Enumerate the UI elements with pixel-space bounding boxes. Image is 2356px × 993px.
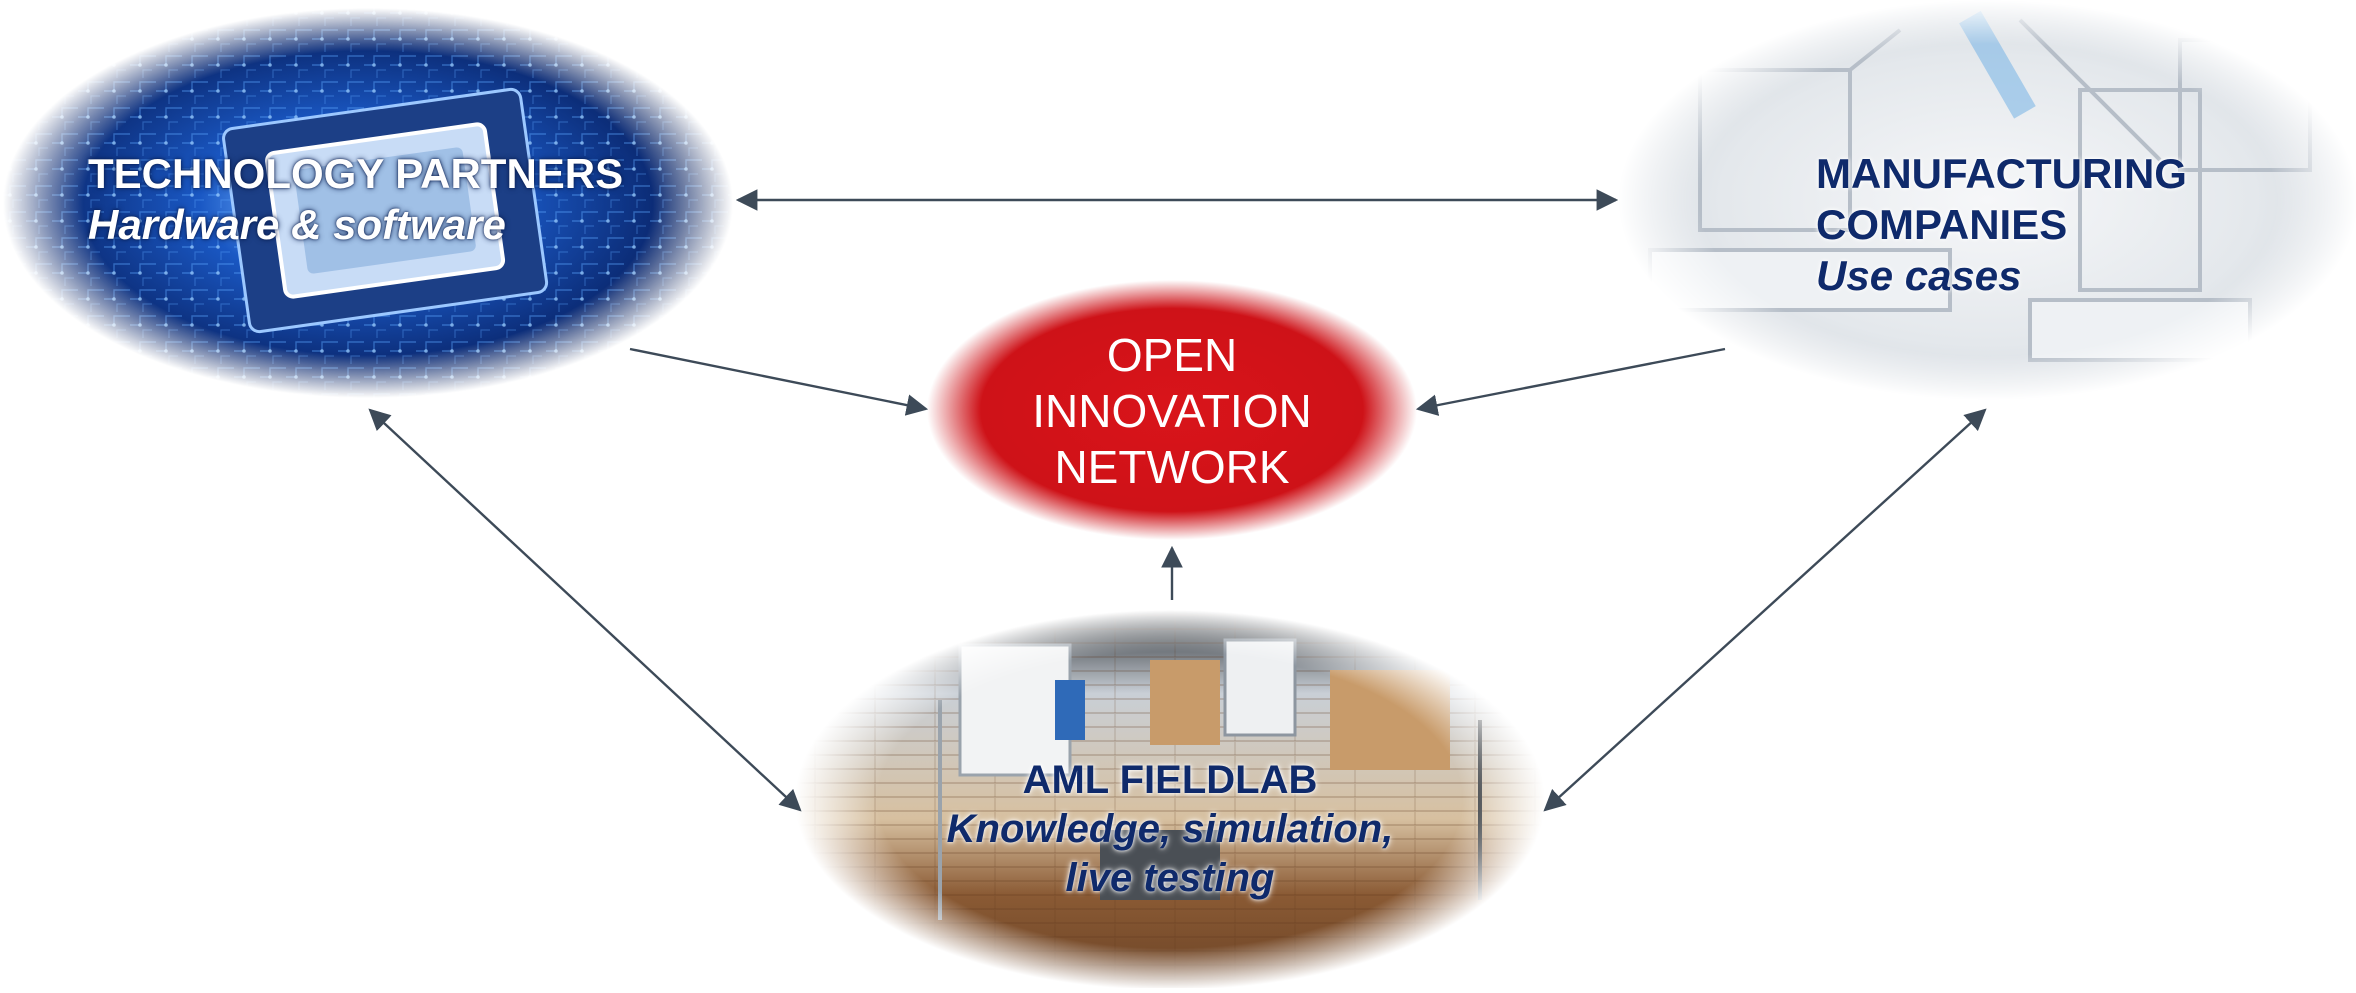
center-label: OPEN INNOVATION NETWORK <box>937 327 1407 495</box>
technology-partners-label: TECHNOLOGY PARTNERS Hardware & software <box>88 148 623 250</box>
aml-fieldlab-subtitle-1: Knowledge, simulation, <box>946 806 1394 851</box>
manufacturing-companies-label: MANUFACTURING COMPANIES Use cases <box>1816 148 2187 302</box>
chip-icon <box>222 87 549 334</box>
production-line-icon <box>1648 18 2312 362</box>
aml-fieldlab-image <box>795 610 1545 990</box>
aml-fieldlab-title: AML FIELDLAB <box>1022 758 1318 802</box>
equipment-icon <box>938 638 1482 920</box>
manufacturing-companies-title-1: MANUFACTURING <box>1816 150 2187 197</box>
aml-fieldlab-subtitle-2: live testing <box>1065 855 1275 900</box>
center-line-3: NETWORK <box>1054 441 1290 493</box>
center-line-1: OPEN <box>1106 329 1238 381</box>
manufacturing-companies-subtitle: Use cases <box>1816 252 2022 300</box>
arrow-tech-to-center <box>629 347 929 416</box>
aml-fieldlab-label: AML FIELDLAB Knowledge, simulation, live… <box>820 756 1520 902</box>
connectors <box>368 189 1987 812</box>
arrow-mfg-to-center <box>1415 347 1726 416</box>
center-line-2: INNOVATION <box>1032 385 1312 437</box>
manufacturing-companies-title-2: COMPANIES <box>1816 201 2068 249</box>
open-innovation-network-node <box>927 280 1417 540</box>
arrow-tech-aml <box>368 408 802 812</box>
technology-partners-subtitle: Hardware & software <box>88 201 506 249</box>
technology-partners-image <box>3 8 733 398</box>
arrow-mfg-aml <box>1543 408 1987 812</box>
manufacturing-image <box>1618 0 2356 400</box>
technology-partners-title: TECHNOLOGY PARTNERS <box>88 150 624 197</box>
